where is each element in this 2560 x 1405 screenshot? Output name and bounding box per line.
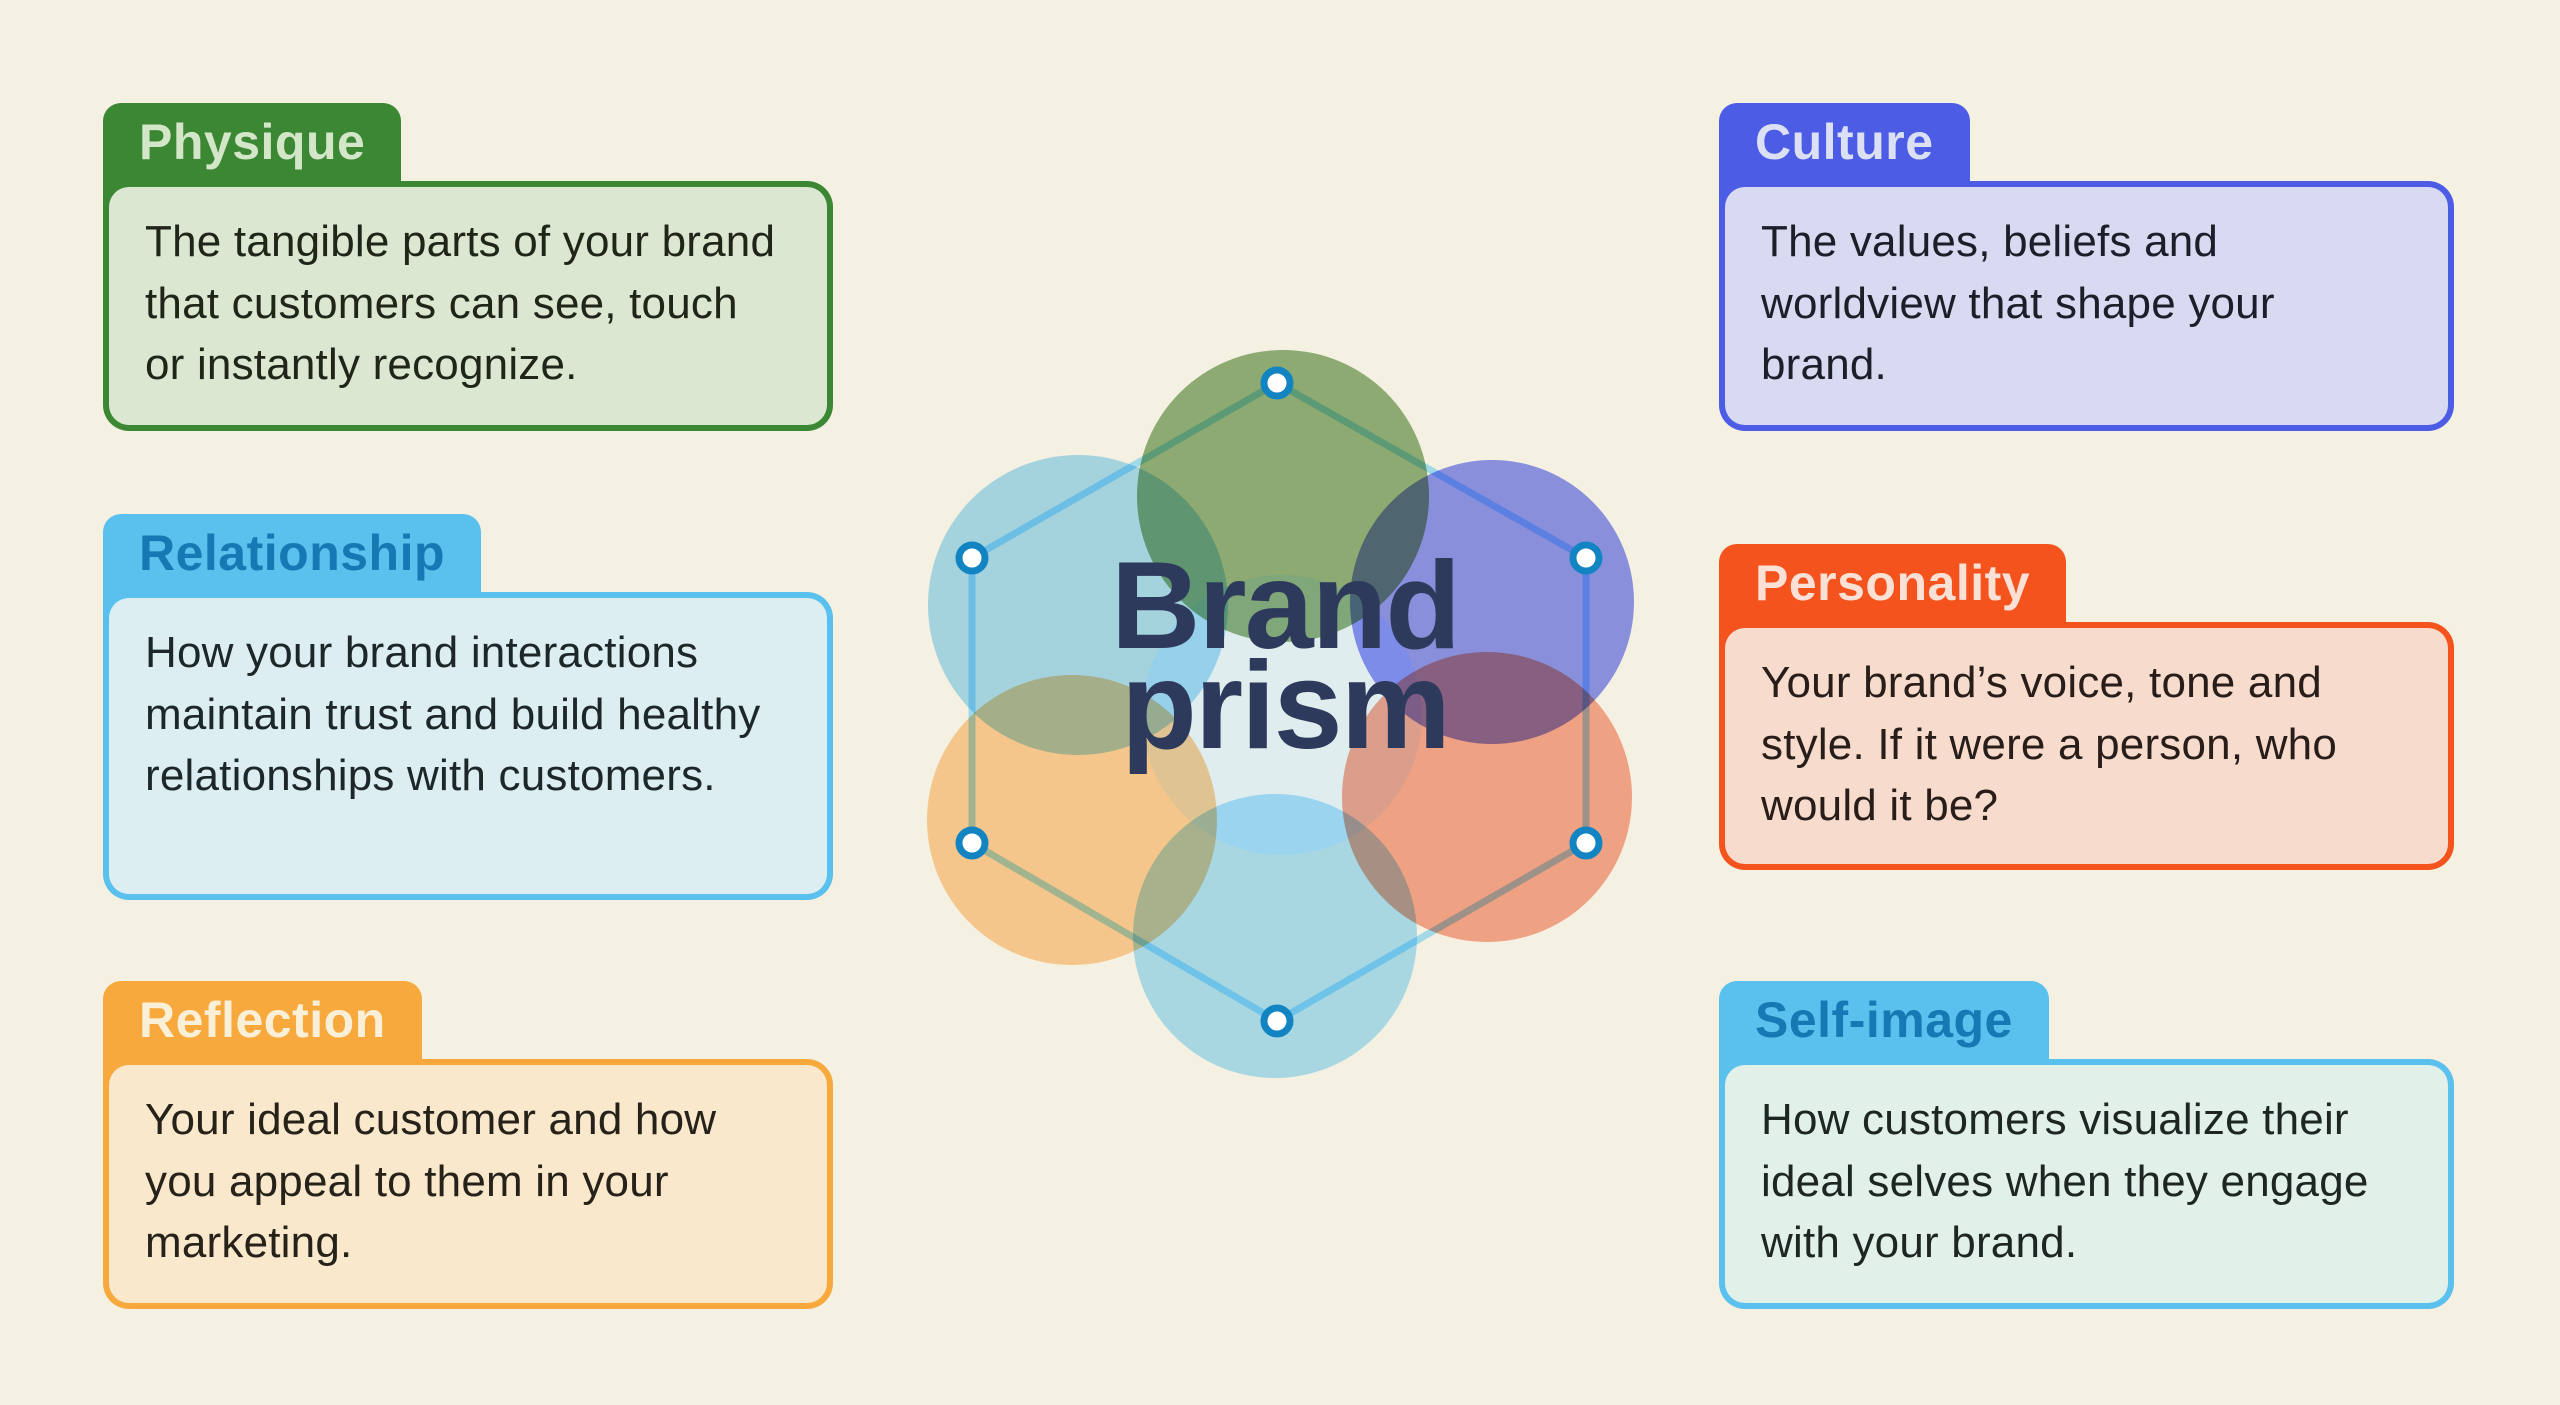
card-reflection-body: Your ideal customer and how you appeal t…: [103, 1059, 833, 1309]
card-self-image: Self-image How customers visualize their…: [1719, 981, 2454, 1309]
hexagon-node-top: [1260, 366, 1294, 400]
card-physique-tab: Physique: [103, 103, 402, 181]
hexagon-node-lower-left: [955, 826, 989, 860]
card-relationship-body: How your brand interactions maintain tru…: [103, 592, 833, 900]
card-reflection: Reflection Your ideal customer and how y…: [103, 981, 833, 1309]
card-personality: Personality Your brand’s voice, tone and…: [1719, 544, 2454, 870]
prism-title: Brand prism: [960, 544, 1610, 775]
card-reflection-tab: Reflection: [103, 981, 422, 1059]
card-physique-title: Physique: [139, 114, 366, 170]
card-personality-title: Personality: [1755, 555, 2031, 611]
card-culture: Culture The values, beliefs and worldvie…: [1719, 103, 2454, 431]
card-relationship: Relationship How your brand interactions…: [103, 514, 833, 900]
card-reflection-description: Your ideal customer and how you appeal t…: [145, 1095, 717, 1267]
prism-title-line2: prism: [1121, 637, 1451, 775]
card-physique: Physique The tangible parts of your bran…: [103, 103, 833, 431]
hexagon-node-lower-right: [1569, 826, 1603, 860]
card-physique-description: The tangible parts of your brand that cu…: [145, 217, 776, 389]
card-personality-body: Your brand’s voice, tone and style. If i…: [1719, 622, 2454, 870]
card-self-image-body: How customers visualize their ideal selv…: [1719, 1059, 2454, 1309]
card-personality-description: Your brand’s voice, tone and style. If i…: [1761, 658, 2338, 830]
card-physique-body: The tangible parts of your brand that cu…: [103, 181, 833, 431]
card-relationship-title: Relationship: [139, 525, 446, 581]
card-reflection-title: Reflection: [139, 992, 386, 1048]
card-relationship-description: How your brand interactions maintain tru…: [145, 628, 761, 800]
card-culture-body: The values, beliefs and worldview that s…: [1719, 181, 2454, 431]
card-culture-title: Culture: [1755, 114, 1934, 170]
self-image-circle: [1133, 794, 1417, 1078]
card-culture-description: The values, beliefs and worldview that s…: [1761, 217, 2275, 389]
card-self-image-description: How customers visualize their ideal selv…: [1761, 1095, 2369, 1267]
card-relationship-tab: Relationship: [103, 514, 482, 592]
card-culture-tab: Culture: [1719, 103, 1970, 181]
card-self-image-title: Self-image: [1755, 992, 2013, 1048]
hexagon-node-bottom: [1260, 1004, 1294, 1038]
card-personality-tab: Personality: [1719, 544, 2067, 622]
card-self-image-tab: Self-image: [1719, 981, 2049, 1059]
